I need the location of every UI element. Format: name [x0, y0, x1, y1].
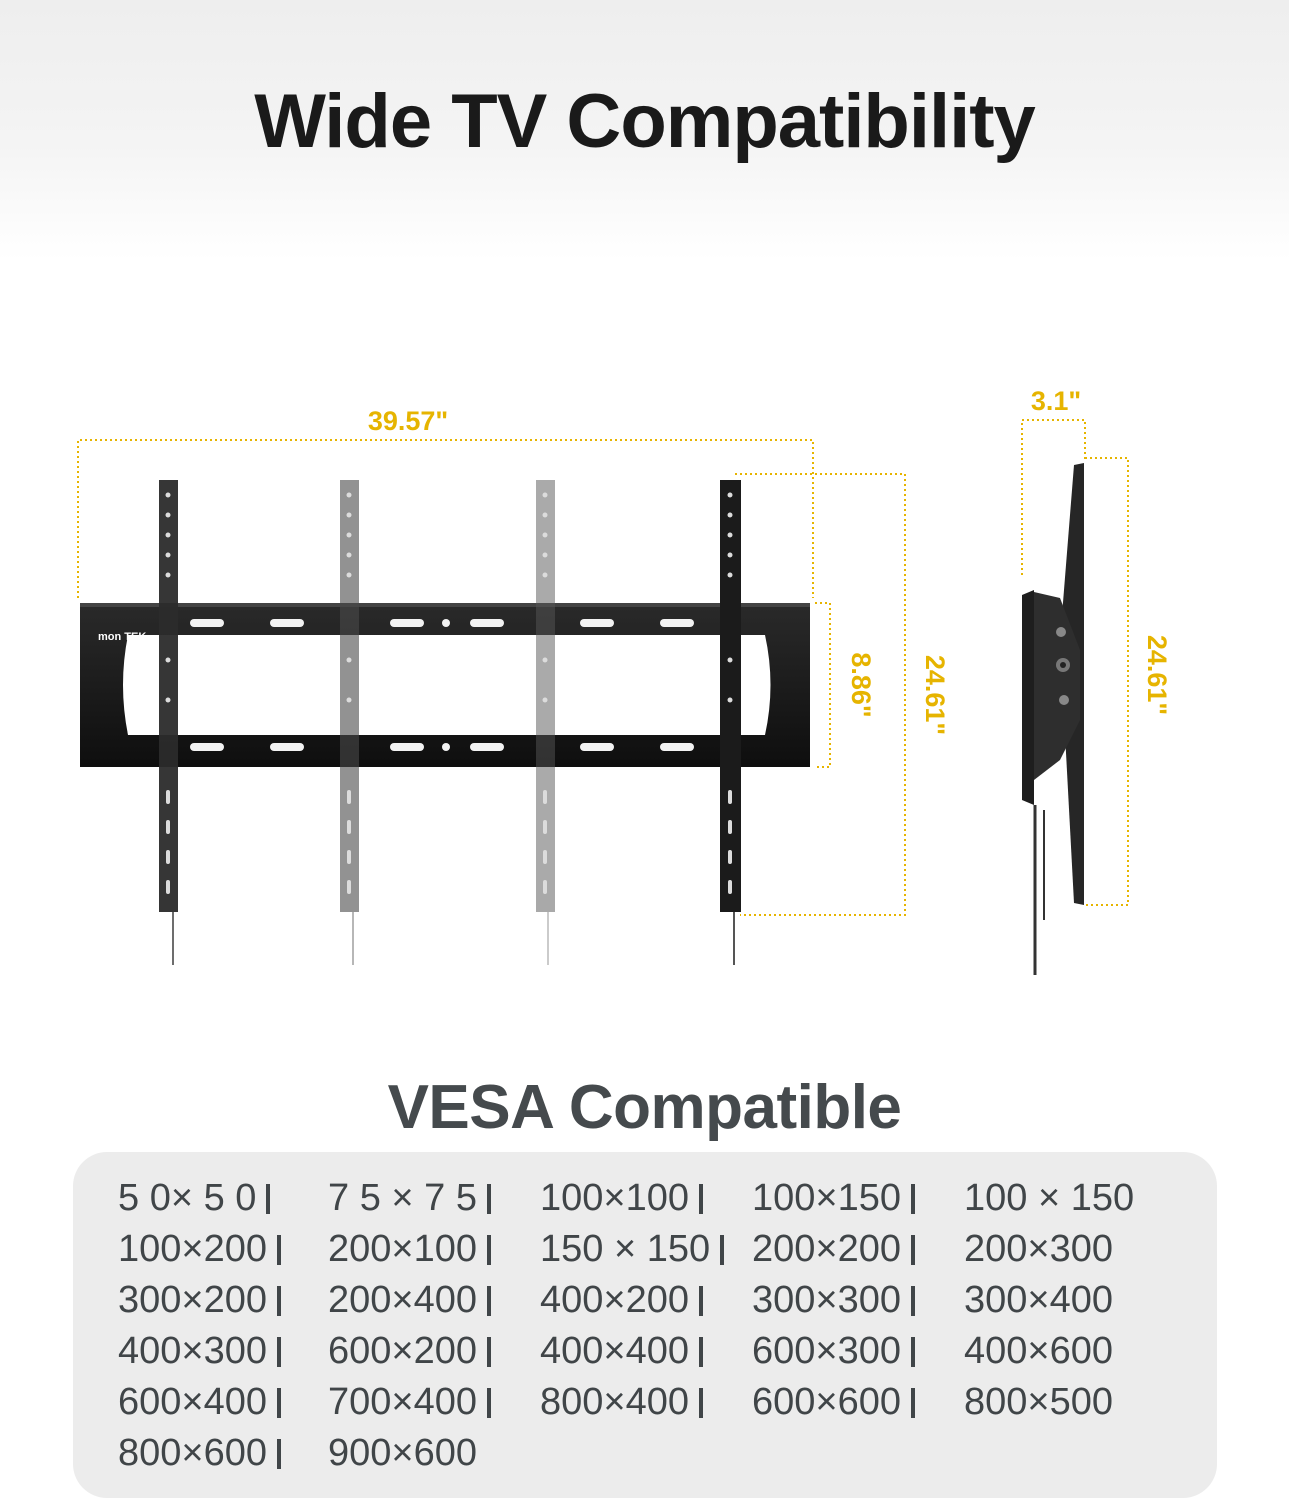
bracket-height-dimension-label: 24.61"	[920, 655, 950, 735]
vesa-size-item: 400×600	[964, 1329, 1176, 1374]
dimension-lines	[77, 419, 1129, 916]
page-title: Wide TV Compatibility	[254, 79, 1036, 164]
vertical-arm	[340, 480, 359, 965]
separator	[277, 1438, 281, 1469]
vesa-size-label: 300×300	[752, 1279, 901, 1321]
vesa-size-label: 100×150	[752, 1177, 901, 1219]
vertical-arm	[159, 480, 178, 965]
wall-plate	[80, 603, 810, 767]
vesa-size-label: 400×600	[964, 1330, 1113, 1372]
vesa-size-label: 300×400	[964, 1279, 1113, 1321]
separator	[699, 1387, 703, 1418]
brand-logo: mon TEK	[98, 631, 146, 643]
separator	[487, 1387, 491, 1418]
vesa-size-item: 200×400	[328, 1278, 540, 1323]
vesa-size-label: 200×300	[964, 1228, 1113, 1270]
width-dimension-label: 39.57"	[368, 406, 448, 436]
vesa-size-item: 600×400	[118, 1380, 328, 1425]
vesa-size-list: 5 0× 5 0 7 5 × 7 5 100×100 100×150 100 × 150…	[118, 1176, 1198, 1476]
vesa-size-label: 600×400	[118, 1381, 267, 1423]
vesa-size-label: 400×200	[540, 1279, 689, 1321]
vertical-arm	[536, 480, 555, 965]
arm-holes	[165, 492, 733, 894]
separator	[277, 1285, 281, 1316]
plate-slots	[190, 619, 694, 751]
separator	[911, 1183, 915, 1214]
separator	[486, 1183, 491, 1214]
vesa-size-label: 700×400	[328, 1381, 477, 1423]
vesa-size-item: 600×600	[752, 1380, 964, 1425]
separator	[911, 1336, 915, 1367]
vesa-size-label: 200×400	[328, 1279, 477, 1321]
separator	[487, 1336, 491, 1367]
vesa-size-item: 100×100	[540, 1176, 752, 1221]
vesa-size-label: 800×500	[964, 1381, 1113, 1423]
vesa-panel	[73, 1152, 1217, 1498]
vesa-size-label: 5 0× 5 0	[118, 1177, 257, 1219]
vesa-size-label: 100×100	[540, 1177, 689, 1219]
separator	[911, 1285, 915, 1316]
vesa-size-item: 400×400	[540, 1329, 752, 1374]
vesa-size-label: 100×200	[118, 1228, 267, 1270]
separator	[911, 1387, 915, 1418]
vesa-size-label: 800×600	[118, 1432, 267, 1474]
vesa-size-item: 600×200	[328, 1329, 540, 1374]
vesa-size-label: 200×100	[328, 1228, 477, 1270]
vesa-size-item: 100 × 150	[964, 1176, 1176, 1221]
separator	[277, 1234, 281, 1265]
vesa-size-item: 300×200	[118, 1278, 328, 1323]
separator	[487, 1234, 491, 1265]
vesa-size-item: 300×300	[752, 1278, 964, 1323]
separator	[277, 1336, 281, 1367]
separator	[911, 1234, 915, 1265]
vesa-size-label: 600×600	[752, 1381, 901, 1423]
vesa-size-label: 400×400	[540, 1330, 689, 1372]
vesa-size-label: 100 × 150	[964, 1177, 1135, 1219]
vesa-size-item: 800×600	[118, 1431, 328, 1476]
mount-diagram: mon TEK	[77, 386, 1172, 975]
separator	[699, 1285, 703, 1316]
header-background	[0, 0, 1289, 260]
vesa-size-item: 200×100	[328, 1227, 540, 1272]
mount-height-dimension-label: 8.86"	[846, 652, 876, 717]
side-view-bracket	[1022, 463, 1084, 975]
vesa-size-item: 700×400	[328, 1380, 540, 1425]
vesa-title: VESA Compatible	[387, 1073, 902, 1142]
separator	[720, 1234, 725, 1265]
vesa-size-item: 7 5 × 7 5	[328, 1176, 540, 1221]
vesa-size-label: 800×400	[540, 1381, 689, 1423]
separator	[266, 1183, 271, 1214]
separator	[699, 1183, 703, 1214]
separator	[487, 1285, 491, 1316]
vesa-size-item: 150 × 150	[540, 1227, 752, 1272]
vesa-size-item: 800×500	[964, 1380, 1176, 1425]
vesa-size-label: 600×300	[752, 1330, 901, 1372]
vesa-size-item: 5 0× 5 0	[118, 1176, 328, 1221]
side-height-dimension-label: 24.61"	[1142, 635, 1172, 715]
vesa-size-label: 400×300	[118, 1330, 267, 1372]
vesa-size-label: 7 5 × 7 5	[328, 1177, 477, 1219]
vesa-size-item: 400×300	[118, 1329, 328, 1374]
vesa-size-label: 150 × 150	[540, 1228, 711, 1270]
vesa-size-item: 300×400	[964, 1278, 1176, 1323]
depth-dimension-label: 3.1"	[1031, 386, 1081, 416]
vesa-size-item: 600×300	[752, 1329, 964, 1374]
vesa-size-item: 200×300	[964, 1227, 1176, 1272]
vesa-size-label: 200×200	[752, 1228, 901, 1270]
vesa-size-item: 400×200	[540, 1278, 752, 1323]
vesa-size-label: 300×200	[118, 1279, 267, 1321]
separator	[699, 1336, 703, 1367]
separator	[277, 1387, 281, 1418]
vesa-size-label: 600×200	[328, 1330, 477, 1372]
vertical-arm	[720, 480, 741, 965]
vesa-size-item: 800×400	[540, 1380, 752, 1425]
vesa-size-label: 900×600	[328, 1432, 477, 1474]
vesa-size-item: 900×600	[328, 1431, 540, 1476]
vesa-size-item: 100×150	[752, 1176, 964, 1221]
vesa-size-item: 100×200	[118, 1227, 328, 1272]
vesa-size-item: 200×200	[752, 1227, 964, 1272]
